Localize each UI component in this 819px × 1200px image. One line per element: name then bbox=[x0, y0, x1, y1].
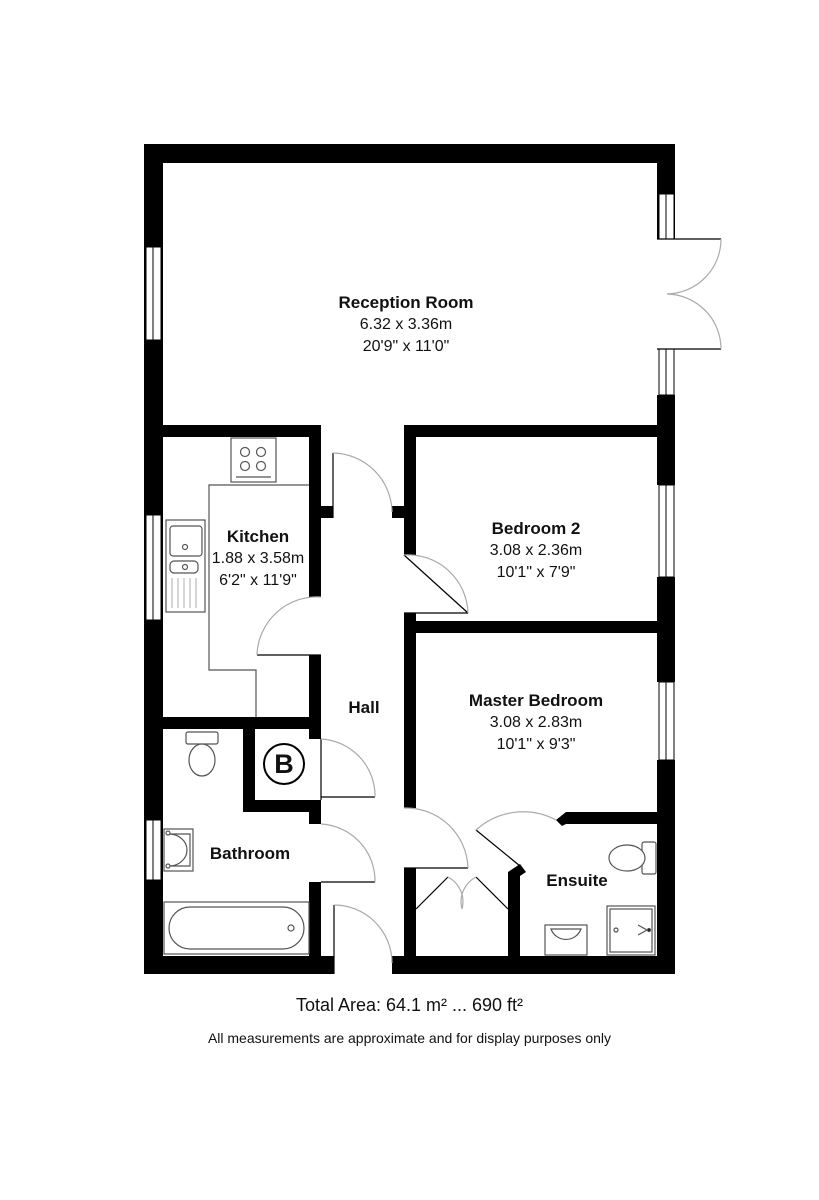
room-metric: 1.88 x 3.58m bbox=[211, 550, 305, 567]
room-imperial: 20'9" x 11'0" bbox=[362, 338, 450, 355]
room-imperial: 10'1" x 9'3" bbox=[496, 736, 576, 753]
fixtures bbox=[163, 437, 657, 956]
room-imperial: 6'2" x 11'9" bbox=[219, 572, 297, 589]
disclaimer: All measurements are approximate and for… bbox=[207, 1030, 612, 1046]
windows bbox=[145, 193, 675, 881]
boiler-icon bbox=[263, 743, 305, 785]
room-name: Bedroom 2 bbox=[491, 519, 581, 538]
room-name: Reception Room bbox=[338, 293, 474, 312]
room-master-bedroom: Master Bedroom 3.08 x 2.83m 10'1" x 9'3" bbox=[446, 690, 626, 756]
room-name: Master Bedroom bbox=[468, 691, 604, 710]
walls bbox=[144, 144, 675, 974]
room-name: Bathroom bbox=[209, 844, 291, 863]
room-kitchen: Kitchen 1.88 x 3.58m 6'2" x 11'9" bbox=[198, 526, 318, 592]
room-reception: Reception Room 6.32 x 3.36m 20'9" x 11'0… bbox=[306, 292, 506, 358]
room-name: Ensuite bbox=[546, 871, 608, 890]
room-bedroom-2: Bedroom 2 3.08 x 2.36m 10'1" x 7'9" bbox=[456, 518, 616, 584]
boiler-label: B bbox=[274, 749, 294, 779]
room-ensuite: Ensuite bbox=[532, 870, 622, 892]
room-name: Hall bbox=[348, 698, 380, 717]
doors bbox=[256, 238, 722, 974]
room-metric: 6.32 x 3.36m bbox=[359, 316, 453, 333]
total-area: Total Area: 64.1 m² ... 690 ft² bbox=[295, 995, 524, 1015]
room-imperial: 10'1" x 7'9" bbox=[496, 564, 576, 581]
hob-icon bbox=[230, 437, 277, 483]
room-hall: Hall bbox=[334, 697, 394, 719]
room-name: Kitchen bbox=[226, 527, 290, 546]
room-metric: 3.08 x 2.83m bbox=[489, 714, 583, 731]
toilet-icon bbox=[185, 731, 219, 745]
room-metric: 3.08 x 2.36m bbox=[489, 542, 583, 559]
room-bathroom: Bathroom bbox=[196, 843, 304, 865]
